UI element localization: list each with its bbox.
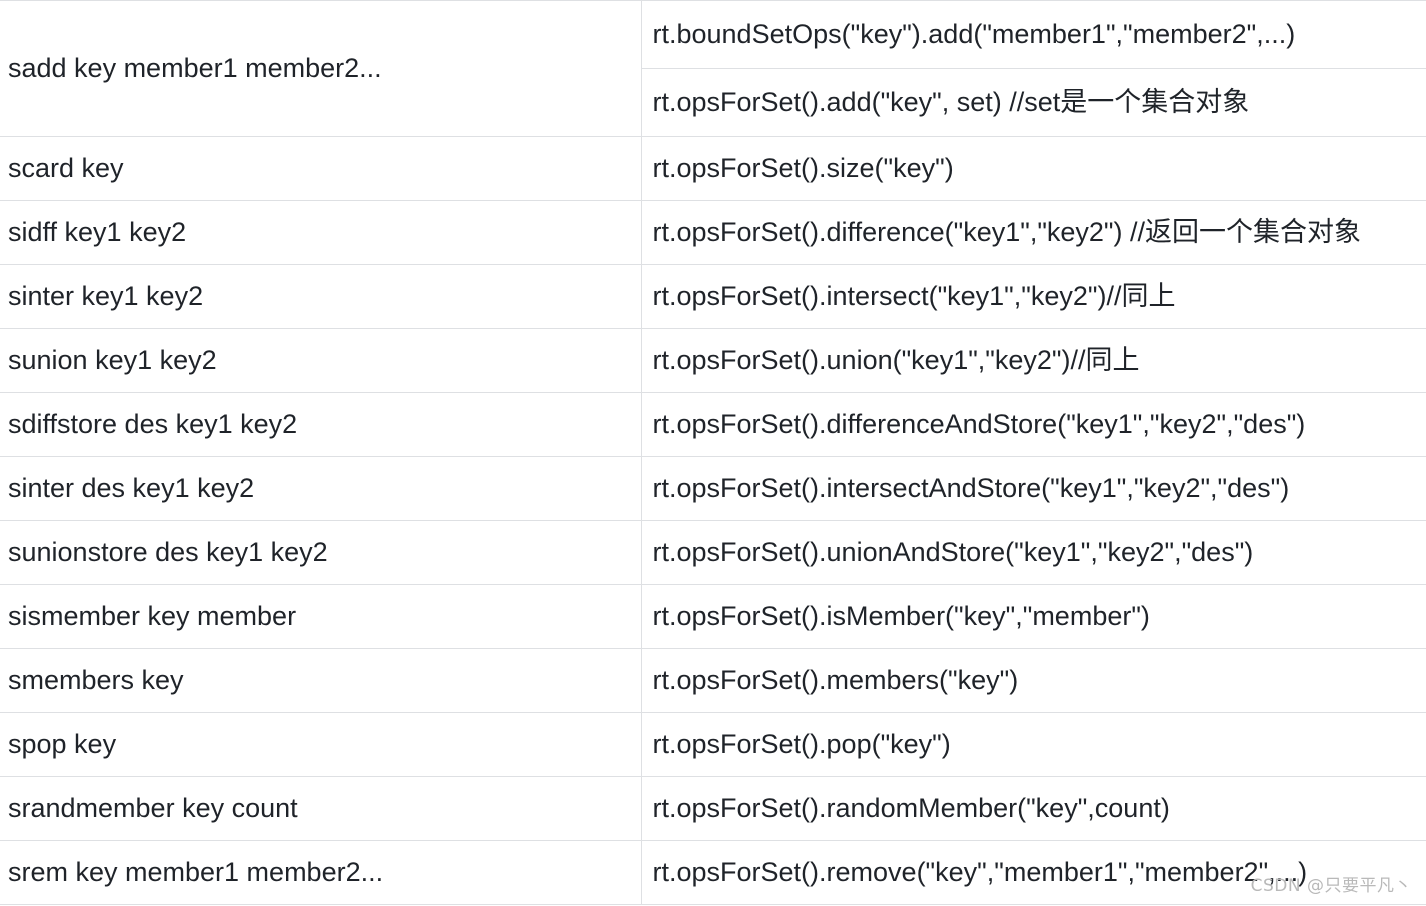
- java-api-cell: rt.opsForSet().differenceAndStore("key1"…: [640, 392, 1426, 457]
- java-api-cell: rt.opsForSet().size("key"): [640, 136, 1426, 201]
- table-row: rt.opsForSet().add("key", set) //set是一个集…: [0, 68, 1426, 137]
- java-api-cell: rt.opsForSet().intersectAndStore("key1",…: [640, 456, 1426, 521]
- table-row: sinter key1 key2 rt.opsForSet().intersec…: [0, 264, 1426, 329]
- redis-command-cell: srandmember key count: [0, 776, 642, 841]
- java-api-cell: rt.opsForSet().remove("key","member1","m…: [640, 840, 1426, 905]
- redis-command-cell: sinter des key1 key2: [0, 456, 642, 521]
- java-api-cell: rt.opsForSet().members("key"): [640, 648, 1426, 713]
- redis-command-cell: sdiffstore des key1 key2: [0, 392, 642, 457]
- redis-command-cell: scard key: [0, 136, 642, 201]
- java-api-cell: rt.opsForSet().isMember("key","member"): [640, 584, 1426, 649]
- table-row: srem key member1 member2... rt.opsForSet…: [0, 840, 1426, 905]
- table-row: sdiffstore des key1 key2 rt.opsForSet().…: [0, 392, 1426, 457]
- redis-command-cell: smembers key: [0, 648, 642, 713]
- java-api-cell: rt.boundSetOps("key").add("member1","mem…: [640, 0, 1426, 69]
- table-row: scard key rt.opsForSet().size("key"): [0, 136, 1426, 201]
- table-row: srandmember key count rt.opsForSet().ran…: [0, 776, 1426, 841]
- java-api-cell: rt.opsForSet().randomMember("key",count): [640, 776, 1426, 841]
- java-api-cell: rt.opsForSet().add("key", set) //set是一个集…: [641, 68, 1426, 137]
- java-api-cell: rt.opsForSet().pop("key"): [640, 712, 1426, 777]
- redis-command-cell: spop key: [0, 712, 642, 777]
- redis-command-cell: sismember key member: [0, 584, 642, 649]
- redis-command-cell: srem key member1 member2...: [0, 840, 642, 905]
- table-row: sismember key member rt.opsForSet().isMe…: [0, 584, 1426, 649]
- table-row: sadd key member1 member2... rt.boundSetO…: [0, 0, 1426, 137]
- table-row: smembers key rt.opsForSet().members("key…: [0, 648, 1426, 713]
- redis-command-cell: sadd key member1 member2...: [0, 0, 642, 137]
- java-api-cell: rt.opsForSet().difference("key1","key2")…: [640, 200, 1426, 265]
- redis-command-cell: sinter key1 key2: [0, 264, 642, 329]
- table-row: sunionstore des key1 key2 rt.opsForSet()…: [0, 520, 1426, 585]
- redis-command-cell: sunionstore des key1 key2: [0, 520, 642, 585]
- table-row: sinter des key1 key2 rt.opsForSet().inte…: [0, 456, 1426, 521]
- java-api-cell: rt.opsForSet().intersect("key1","key2")/…: [640, 264, 1426, 329]
- java-api-cell: rt.opsForSet().unionAndStore("key1","key…: [640, 520, 1426, 585]
- table-row: sunion key1 key2 rt.opsForSet().union("k…: [0, 328, 1426, 393]
- table-row: spop key rt.opsForSet().pop("key"): [0, 712, 1426, 777]
- redis-command-cell: sunion key1 key2: [0, 328, 642, 393]
- table-row: sidff key1 key2 rt.opsForSet().differenc…: [0, 200, 1426, 265]
- redis-command-cell: sidff key1 key2: [0, 200, 642, 265]
- java-api-cell: rt.opsForSet().union("key1","key2")//同上: [640, 328, 1426, 393]
